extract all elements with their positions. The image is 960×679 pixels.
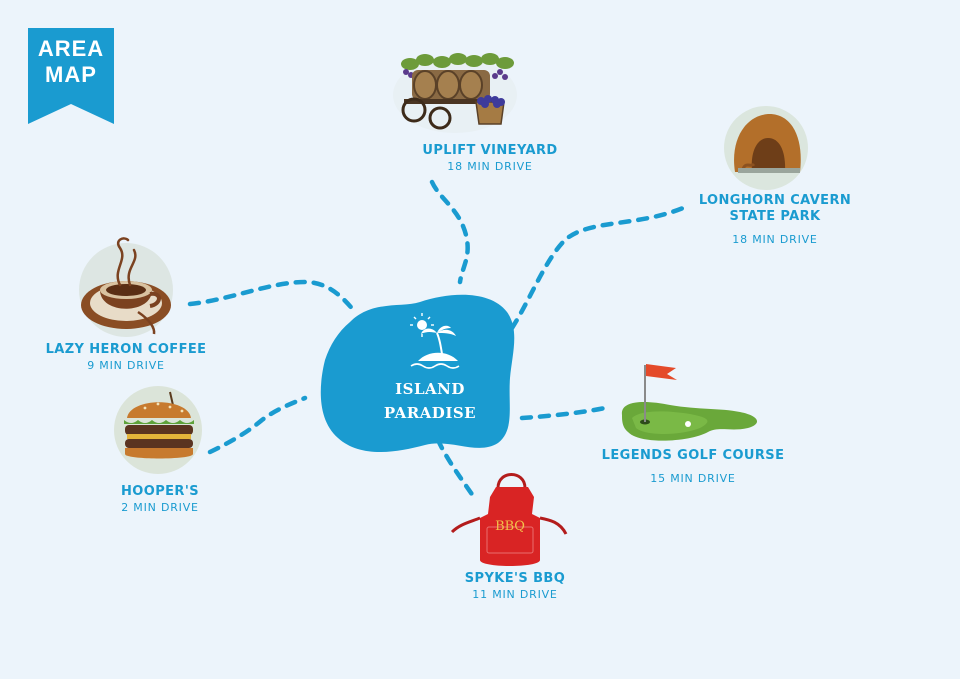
route-to-bbq — [435, 437, 479, 503]
route-to-vineyard — [429, 179, 470, 285]
cavern-name-line2: STATE PARK — [729, 209, 821, 224]
island-label-line2: PARADISE — [383, 404, 477, 422]
island-paradise-label: ISLAND PARADISE — [360, 377, 500, 425]
cavern-name-line1: LONGHORN CAVERN — [698, 193, 852, 208]
place-spykes-bbq[interactable]: SPYKE'S BBQ 11 MIN DRIVE — [455, 571, 575, 602]
cavern-drive-time: 18 MIN DRIVE — [732, 233, 818, 246]
wine-barrel-cart-icon — [393, 53, 517, 133]
route-lines — [187, 179, 693, 503]
golf-drive-time: 15 MIN DRIVE — [650, 472, 736, 485]
place-legends-golf-course[interactable]: LEGENDS GOLF COURSE 15 MIN DRIVE — [598, 448, 788, 486]
bbq-name: SPYKE'S BBQ — [464, 571, 566, 586]
island-paradise-blob — [320, 294, 515, 453]
golf-name: LEGENDS GOLF COURSE — [601, 448, 785, 463]
place-uplift-vineyard[interactable]: UPLIFT VINEYARD 18 MIN DRIVE — [410, 143, 570, 174]
route-to-coffee — [187, 279, 358, 315]
coffee-drive-time: 9 MIN DRIVE — [87, 359, 165, 372]
apron-bbq-text: BBQ — [495, 519, 525, 534]
hoopers-name: HOOPER'S — [121, 484, 199, 499]
vineyard-drive-time: 18 MIN DRIVE — [447, 160, 533, 173]
bbq-drive-time: 11 MIN DRIVE — [472, 588, 558, 601]
route-to-golf — [519, 405, 608, 421]
area-map-title: AREA MAP — [37, 36, 105, 87]
area-map-ribbon — [28, 28, 114, 124]
cave-icon — [724, 106, 808, 190]
place-lazy-heron-coffee[interactable]: LAZY HERON COFFEE 9 MIN DRIVE — [36, 342, 216, 373]
coffee-cup-icon — [79, 237, 173, 337]
palm-island-icon — [410, 313, 460, 369]
route-to-hoopers — [207, 395, 308, 455]
bbq-apron-icon: BBQ — [450, 473, 568, 566]
hoopers-drive-time: 2 MIN DRIVE — [121, 501, 199, 514]
island-label-line1: ISLAND — [395, 380, 465, 398]
route-to-cavern — [509, 202, 693, 331]
coffee-name: LAZY HERON COFFEE — [45, 342, 207, 357]
burger-icon — [114, 386, 202, 474]
place-longhorn-cavern[interactable]: LONGHORN CAVERN STATE PARK 18 MIN DRIVE — [690, 193, 860, 247]
place-hoopers[interactable]: HOOPER'S 2 MIN DRIVE — [100, 484, 220, 515]
golf-green-icon — [621, 364, 758, 441]
vineyard-name: UPLIFT VINEYARD — [422, 143, 558, 158]
